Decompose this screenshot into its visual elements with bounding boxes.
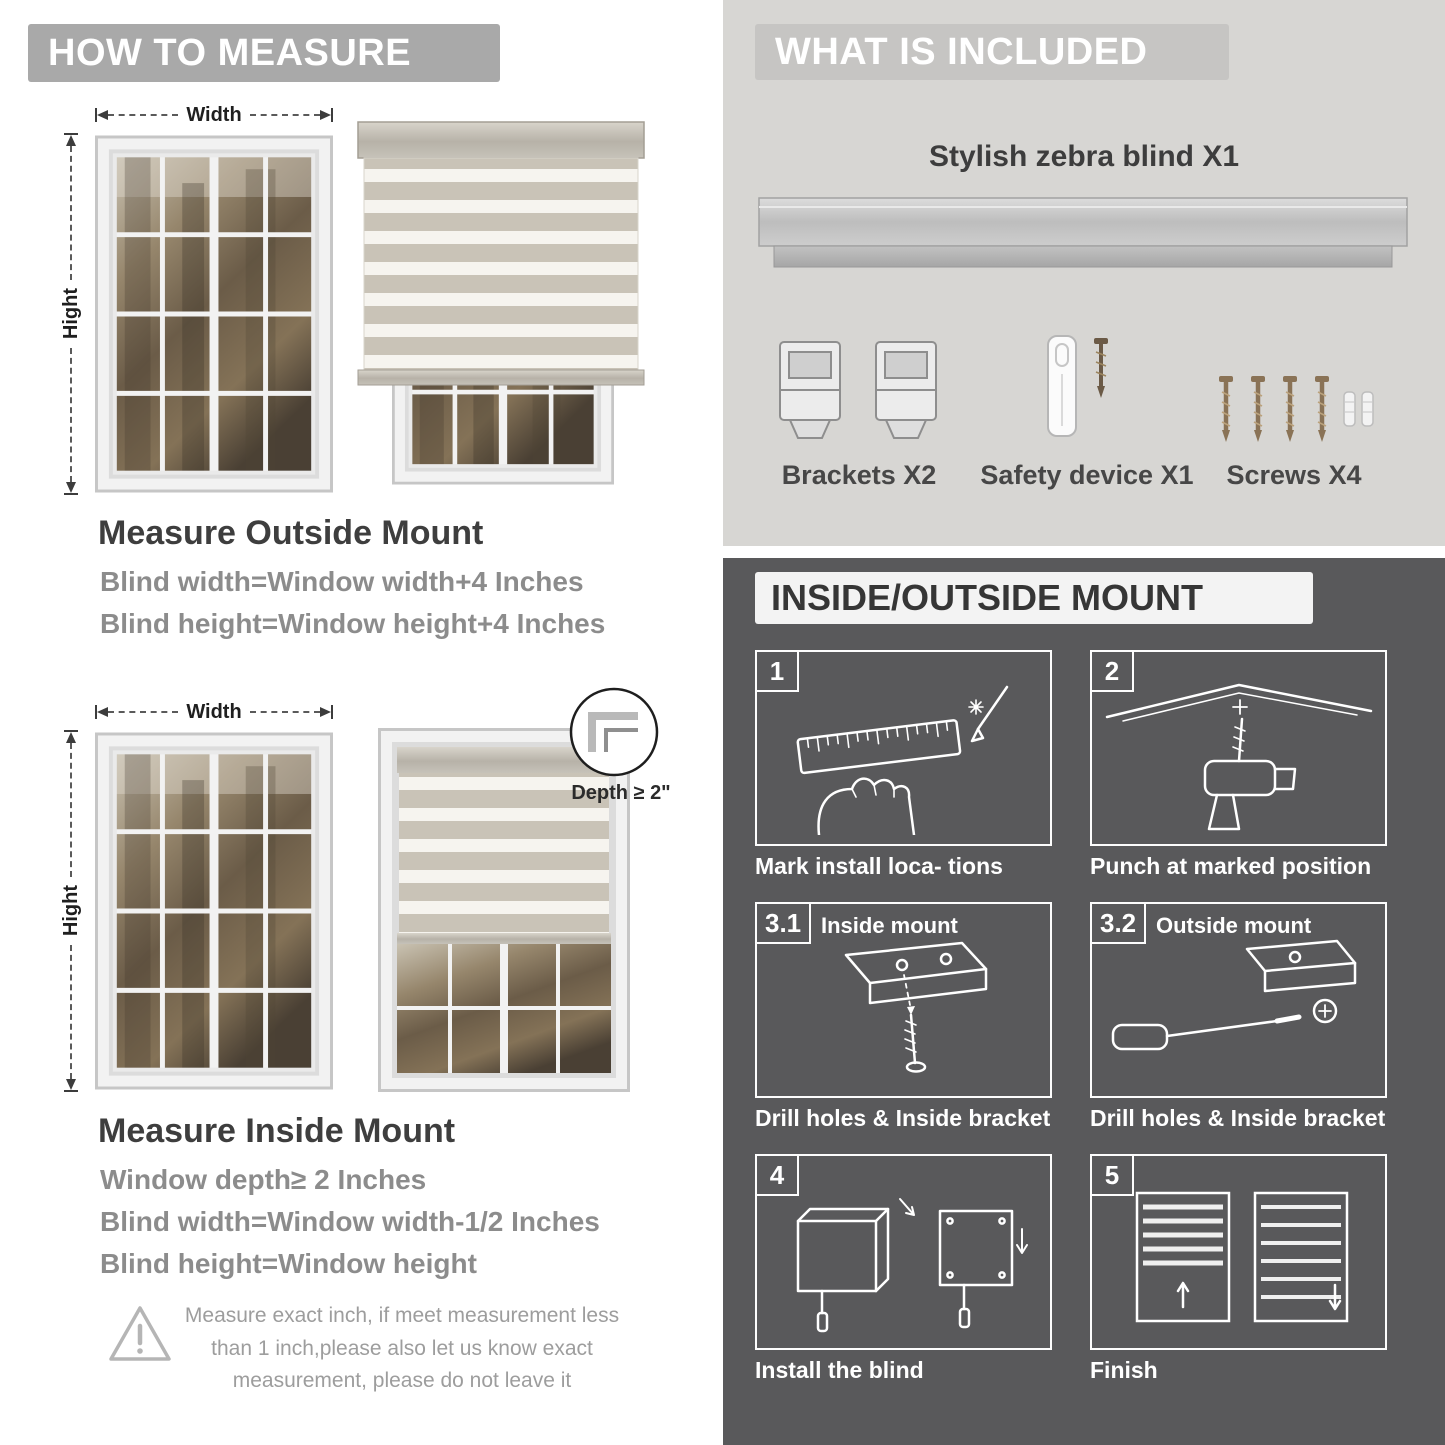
arrow-tick: [95, 108, 97, 122]
arrow-dash: [249, 711, 321, 713]
arrow-tick: [64, 493, 78, 495]
height-arrow: Hight: [60, 730, 82, 1092]
what-is-included-banner: WHAT IS INCLUDED: [755, 24, 1229, 80]
depth-zoom-icon: [569, 687, 659, 777]
arrow-tick: [331, 108, 334, 122]
step-5-panel: 5: [1090, 1154, 1387, 1350]
finish-illustration: [1092, 1172, 1385, 1348]
mount-banner-title: INSIDE/OUTSIDE MOUNT: [771, 577, 1204, 618]
brackets-graphic: [779, 341, 937, 439]
arrow-down-icon: [66, 482, 76, 493]
depth-label: Depth ≥ 2": [571, 782, 671, 804]
arrow-dash: [108, 114, 179, 116]
step-2: 2 Punch at marked positio: [1090, 650, 1387, 880]
width-arrow: Width: [95, 103, 334, 126]
safety-device-caption: Safety device X1: [980, 460, 1194, 490]
height-arrow-label: Hight: [59, 885, 82, 937]
arrow-dash: [70, 743, 72, 878]
step-caption: Mark install loca- tions: [755, 853, 1003, 879]
drill-illustration: [1092, 668, 1385, 844]
included-section-background: [723, 0, 1445, 546]
step-number: 4: [757, 1156, 799, 1196]
mount-steps-grid: 1 Mark in: [755, 650, 1387, 1384]
width-arrow-label: Width: [186, 103, 242, 126]
arrow-right-icon: [320, 707, 332, 717]
arrow-tick: [64, 133, 78, 135]
step-1: 1 Mark in: [755, 650, 1052, 880]
screws-caption: Screws X4: [1226, 460, 1362, 490]
measure-outside-line: Blind width=Window width+4 Inches: [100, 566, 584, 597]
step-3-1-panel: 3.1 Inside mount: [755, 902, 1052, 1098]
step-5: 5 Finish: [1090, 1154, 1387, 1384]
measure-inside-line: Blind width=Window width-1/2 Inches: [100, 1206, 600, 1237]
blind-outside-illustration: [357, 121, 645, 492]
arrow-down-icon: [66, 1079, 76, 1090]
height-arrow: Hight: [60, 133, 82, 495]
install-blind-illustration: [757, 1172, 1050, 1348]
step-number: 2: [1092, 652, 1134, 692]
step-2-panel: 2: [1090, 650, 1387, 846]
what-is-included-title: WHAT IS INCLUDED: [775, 30, 1148, 73]
how-to-measure-banner: HOW TO MEASURE: [28, 24, 500, 82]
step-caption: Punch at marked position: [1090, 853, 1372, 879]
safety-device-graphic: [1047, 335, 1108, 437]
step-number: 5: [1092, 1156, 1134, 1196]
window-illustration: [95, 730, 333, 1092]
screws-graphic: [1212, 368, 1374, 452]
mark-location-illustration: [757, 668, 1050, 844]
step-caption: Drill holes & Inside bracket: [1090, 1105, 1386, 1131]
headrail-graphic: [758, 197, 1408, 268]
measure-warning-text: Measure exact inch, if meet measurement …: [184, 1304, 620, 1393]
mount-banner: INSIDE/OUTSIDE MOUNT: [755, 572, 1313, 624]
arrow-left-icon: [97, 707, 108, 717]
arrow-dash: [70, 944, 72, 1079]
height-arrow-label: Hight: [59, 288, 82, 340]
measure-inside-line: Blind height=Window height: [100, 1248, 477, 1279]
step-title: Inside mount: [821, 913, 958, 938]
blind-inside-illustration: [378, 728, 630, 1092]
measure-outside-title: Measure Outside Mount: [98, 514, 484, 552]
step-1-panel: 1: [755, 650, 1052, 846]
arrow-dash: [70, 347, 72, 482]
step-3-2: 3.2 Outside mount Drill hol: [1090, 902, 1387, 1132]
warning-icon: [109, 1306, 171, 1361]
arrow-dash: [249, 114, 321, 116]
step-3-2-panel: 3.2 Outside mount: [1090, 902, 1387, 1098]
arrow-tick: [64, 1090, 78, 1092]
measure-inside-title: Measure Inside Mount: [98, 1112, 456, 1150]
arrow-dash: [70, 146, 72, 281]
step-title: Outside mount: [1156, 913, 1312, 938]
measure-outside-line: Blind height=Window height+4 Inches: [100, 608, 606, 639]
arrow-up-icon: [66, 135, 76, 146]
arrow-up-icon: [66, 732, 76, 743]
window-illustration: [95, 133, 333, 495]
measure-inside-line: Window depth≥ 2 Inches: [100, 1164, 427, 1195]
arrow-tick: [64, 730, 78, 732]
step-4: 4: [755, 1154, 1052, 1384]
arrow-tick: [95, 705, 97, 719]
arrow-left-icon: [97, 110, 108, 120]
step-caption: Drill holes & Inside bracket: [755, 1105, 1051, 1131]
step-number: 1: [757, 652, 799, 692]
step-number: 3.1: [757, 904, 812, 944]
brackets-caption: Brackets X2: [781, 460, 937, 490]
width-arrow: Width: [95, 700, 334, 723]
arrow-tick: [331, 705, 334, 719]
how-to-measure-title: HOW TO MEASURE: [48, 31, 412, 74]
arrow-right-icon: [320, 110, 332, 120]
step-caption: Install the blind: [755, 1357, 924, 1383]
step-4-panel: 4: [755, 1154, 1052, 1350]
step-number: 3.2: [1092, 904, 1147, 944]
arrow-dash: [108, 711, 179, 713]
step-3-1: 3.1 Inside mount: [755, 902, 1052, 1132]
width-arrow-label: Width: [186, 700, 242, 723]
inside-bracket-illustration: [757, 920, 1050, 1096]
step-caption: Finish: [1090, 1357, 1158, 1383]
outside-bracket-illustration: [1092, 920, 1385, 1096]
product-label: Stylish zebra blind X1: [928, 140, 1240, 173]
